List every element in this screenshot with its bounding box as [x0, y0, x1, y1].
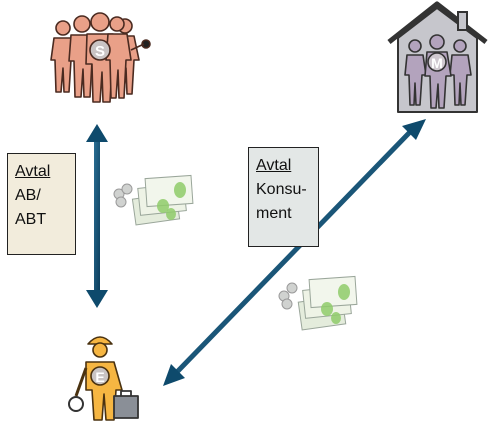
agreement-konsument-line-2: ment [256, 205, 292, 222]
node-s-label: S [95, 43, 105, 60]
arrow-s-e [86, 124, 108, 308]
money-icon-ab [113, 174, 194, 226]
node-m-label: M [431, 55, 443, 71]
node-e-worker-icon [68, 336, 139, 421]
agreement-ab-line-2: ABT [15, 211, 47, 228]
arrow-m-e [163, 119, 426, 386]
node-m-house-icon [387, 1, 488, 113]
agreement-ab-line-1: AB/ [15, 187, 41, 204]
node-s-people-icon [50, 12, 151, 103]
agreement-ab-box: Avtal AB/ ABT [7, 153, 76, 255]
agreement-konsument-title: Avtal [256, 157, 292, 174]
money-icon-konsument [278, 275, 358, 331]
agreement-ab-title: Avtal [15, 163, 51, 180]
agreement-konsument-line-1: Konsu- [256, 181, 307, 198]
node-e-label: E [95, 369, 104, 385]
agreement-konsument-box: Avtal Konsu- ment [248, 147, 319, 247]
